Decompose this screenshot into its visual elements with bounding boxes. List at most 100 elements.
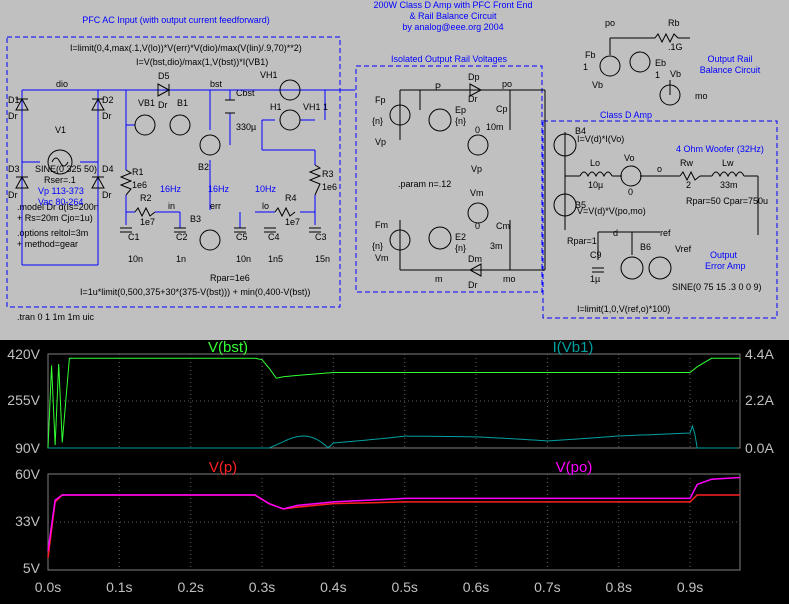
trace-vbst[interactable] [47, 357, 740, 449]
vh1-source-icon[interactable] [279, 79, 301, 101]
fb-source-icon[interactable] [599, 55, 621, 77]
vref-source-icon[interactable] [648, 256, 672, 280]
svg-text:VH1: VH1 [260, 70, 278, 80]
trace-ivb1[interactable] [48, 424, 738, 449]
fp-source-icon[interactable] [389, 104, 411, 126]
svg-text:1n: 1n [176, 254, 186, 264]
svg-text:1e6: 1e6 [132, 180, 147, 190]
classd-section-box [542, 120, 778, 319]
x-tick-label: 0.8s [605, 579, 631, 595]
tran-directive: .tran 0 1 1m 1m uic [17, 312, 95, 322]
plot2-trace2-label[interactable]: V(po) [556, 459, 593, 476]
svg-text:C2: C2 [176, 232, 188, 242]
woofer-title: 4 Ohm Woofer (32Hz) [676, 144, 764, 154]
v1-source-value: SINE(0 325 50) [35, 164, 97, 174]
plot1-trace1-label[interactable]: V(bst) [208, 339, 248, 356]
svg-text:Vo: Vo [624, 153, 635, 163]
v1-ac-source-icon[interactable] [47, 149, 73, 175]
pfc-equation-2: I=V(bst,dio)/max(1,V(bst))*I(VB1) [136, 57, 268, 67]
vp-source-icon[interactable] [467, 134, 489, 156]
plot-pane-top[interactable]: V(bst) I(Vb1) 420V 255V 90V 4.4A 2.2A 0.… [0, 339, 789, 460]
lw-value: 33m [720, 180, 738, 190]
svg-text:VB1: VB1 [138, 98, 155, 108]
svg-text:R2: R2 [140, 193, 152, 203]
fm-source-icon[interactable] [389, 229, 411, 251]
svg-text:P: P [435, 82, 441, 92]
svg-text:B3: B3 [190, 214, 201, 224]
plot1-svg[interactable]: V(bst) I(Vb1) 420V 255V 90V 4.4A 2.2A 0.… [0, 339, 789, 460]
vm-source-icon[interactable] [467, 202, 489, 224]
vb1-source-icon[interactable] [134, 114, 156, 136]
svg-text:1: 1 [655, 70, 660, 80]
schematic-panel[interactable]: 200W Class D Amp with PFC Front End & Ra… [0, 0, 789, 340]
svg-text:Ep: Ep [455, 105, 466, 115]
schematic-canvas[interactable]: 200W Class D Amp with PFC Front End & Ra… [0, 0, 789, 340]
rails-section-box [355, 65, 543, 293]
vb-source-icon[interactable] [659, 84, 681, 106]
eb-source-icon[interactable] [629, 51, 651, 73]
b2-source-icon[interactable] [199, 134, 221, 156]
svg-text:C3: C3 [315, 232, 327, 242]
svg-text:D3: D3 [8, 164, 20, 174]
ep-source-icon[interactable] [428, 108, 452, 132]
b6-source-icon[interactable] [620, 256, 644, 280]
filter-10hz: 10Hz [255, 184, 277, 194]
vo-source-icon[interactable] [620, 165, 642, 187]
b4-source-icon[interactable] [553, 133, 577, 157]
svg-text:{n}: {n} [372, 116, 383, 126]
b5-equation: V=V(d)*V(po,mo) [577, 206, 646, 216]
b1-source-icon[interactable] [169, 114, 191, 136]
svg-text:B1: B1 [177, 98, 188, 108]
options-line-1: .options reltol=3m [17, 228, 88, 238]
plot1-right-tick-2: 0.0A [745, 440, 774, 456]
svg-text:D5: D5 [158, 71, 170, 81]
x-tick-label: 0.6s [463, 579, 489, 595]
svg-text:0: 0 [475, 221, 480, 231]
pfc-capacitors [120, 227, 321, 233]
rb-value: .1G [668, 42, 683, 52]
svg-text:d: d [613, 228, 618, 238]
pfc-section-box [6, 36, 341, 308]
plot2-traces [47, 476, 741, 558]
svg-text:Fp: Fp [375, 95, 386, 105]
svg-text:mo: mo [695, 91, 708, 101]
rw-value: 2 [686, 180, 691, 190]
lo-value: 10µ [588, 180, 603, 190]
v1-label: V1 [55, 125, 66, 135]
svg-text:{n}: {n} [455, 243, 466, 253]
plot1-trace2-label[interactable]: I(Vb1) [553, 339, 594, 356]
svg-text:bst: bst [210, 79, 223, 89]
lo-label: Lo [590, 158, 600, 168]
c9-label: C9 [590, 250, 602, 260]
svg-text:E2: E2 [455, 232, 466, 242]
plot1-left-tick-0: 420V [7, 346, 40, 362]
svg-text:in: in [168, 201, 175, 211]
rpar1-label: Rpar=1 [567, 236, 597, 246]
svg-text:Dm: Dm [468, 254, 482, 264]
trace-vp[interactable] [47, 494, 740, 558]
svg-text:R3: R3 [322, 169, 334, 179]
pfc-section-title: PFC AC Input (with output current feedfo… [82, 15, 270, 25]
svg-text:R1: R1 [132, 167, 144, 177]
e2-source-icon[interactable] [428, 226, 452, 250]
trace-vpo[interactable] [47, 476, 741, 551]
svg-text:B2: B2 [198, 162, 209, 172]
plot1-left-tick-2: 90V [15, 440, 41, 456]
title-line-1: 200W Class D Amp with PFC Front End [373, 0, 532, 10]
b3-source-icon[interactable] [199, 229, 221, 251]
svg-text:10n: 10n [128, 254, 143, 264]
cp-value: 10m [486, 122, 504, 132]
h1-source-icon[interactable] [279, 109, 301, 131]
plot1-left-tick-1: 255V [7, 392, 40, 408]
lw-label: Lw [722, 158, 734, 168]
plot2-trace1-label[interactable]: V(p) [209, 459, 237, 476]
b5-source-icon[interactable] [553, 193, 577, 217]
cbst-value: 330µ [236, 122, 256, 132]
filter-16hz-a: 16Hz [160, 184, 182, 194]
svg-text:B4: B4 [575, 126, 586, 136]
rpar-label: Rpar=1e6 [210, 273, 250, 283]
plot1-grid [48, 354, 740, 448]
